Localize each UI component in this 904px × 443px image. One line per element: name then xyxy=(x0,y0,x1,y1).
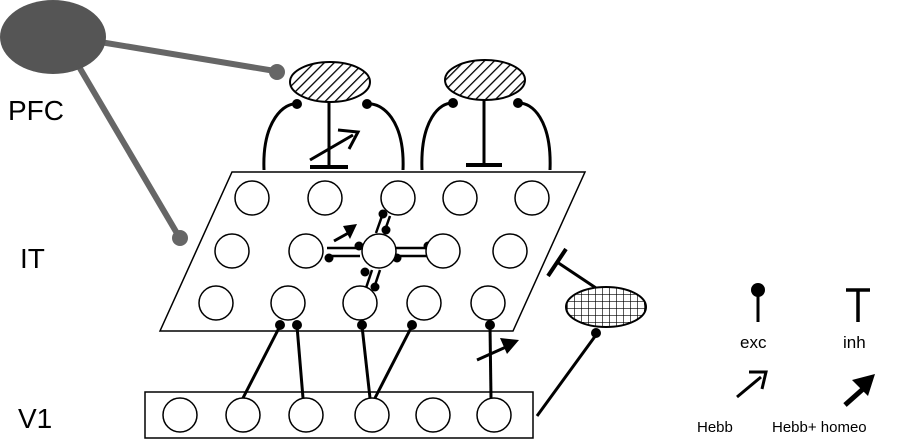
inh-pool-right-node xyxy=(444,59,526,101)
inh-pool-right xyxy=(420,96,552,171)
legend-hebb-homeo-label: Hebb+ homeo xyxy=(772,419,867,436)
legend-inh-symbol xyxy=(846,288,870,322)
inh-pool-right-exc-synapse xyxy=(513,98,523,108)
it-neuron xyxy=(425,233,461,269)
legend-hebb-label: Hebb xyxy=(697,419,733,436)
it-label: IT xyxy=(20,243,45,274)
pfc-node xyxy=(0,0,106,74)
inh-pool-left xyxy=(262,98,405,171)
legend-hebb-symbol xyxy=(736,370,768,399)
legend-inh-label: inh xyxy=(843,333,866,352)
it-neuron xyxy=(492,233,528,269)
it-neuron xyxy=(342,285,378,321)
inh-pool-feedforward-node xyxy=(565,286,647,328)
legend-exc-label: exc xyxy=(740,333,767,352)
it-neuron xyxy=(406,285,442,321)
v1-layer xyxy=(144,391,534,439)
it-neuron xyxy=(514,180,550,216)
it-neuron xyxy=(470,285,506,321)
v1-neuron xyxy=(415,397,451,433)
feedforward-synapses xyxy=(275,320,495,330)
pfc-synapse-it xyxy=(172,230,188,246)
it-neuron xyxy=(198,285,234,321)
it-neuron-central xyxy=(361,233,397,269)
hebb-arrow-pfc xyxy=(309,128,361,162)
inh-pool-left-node xyxy=(289,61,371,103)
inh-pool-left-exc-synapse xyxy=(292,99,302,109)
v1-neuron xyxy=(162,397,198,433)
feedforward-connections xyxy=(241,325,493,399)
v1-neuron xyxy=(288,397,324,433)
legend-hebb-homeo-symbol xyxy=(843,374,875,407)
v1-neuron xyxy=(354,397,390,433)
legend-exc-symbol xyxy=(751,283,765,322)
inh-pool-feedforward xyxy=(535,247,598,417)
v1-neuron xyxy=(225,397,261,433)
it-neurons xyxy=(198,180,550,321)
pfc-synapse-pool xyxy=(269,64,285,80)
inh-pool-right-exc-synapse xyxy=(448,98,458,108)
inh-pool-left-exc-synapse xyxy=(362,99,372,109)
v1-neuron xyxy=(476,397,512,433)
pfc-projection-inh-pool xyxy=(99,39,276,74)
hebb-homeo-arrow-recurrent xyxy=(333,224,357,243)
it-neuron xyxy=(234,180,270,216)
it-neuron xyxy=(442,180,478,216)
v1-label: V1 xyxy=(18,403,52,434)
pfc-label: PFC xyxy=(8,95,64,126)
v1-neurons xyxy=(162,397,512,433)
it-neuron xyxy=(288,233,324,269)
it-neuron xyxy=(380,180,416,216)
it-neuron xyxy=(307,180,343,216)
pfc-region xyxy=(0,0,285,246)
it-neuron xyxy=(270,285,306,321)
inh-pool-feedforward-exc-synapse xyxy=(591,328,601,338)
it-neuron xyxy=(214,233,250,269)
pfc-projection-it xyxy=(75,63,181,237)
legend: exc inh Hebb Hebb+ homeo xyxy=(697,283,875,436)
hebb-homeo-arrow-feedforward xyxy=(476,338,519,362)
